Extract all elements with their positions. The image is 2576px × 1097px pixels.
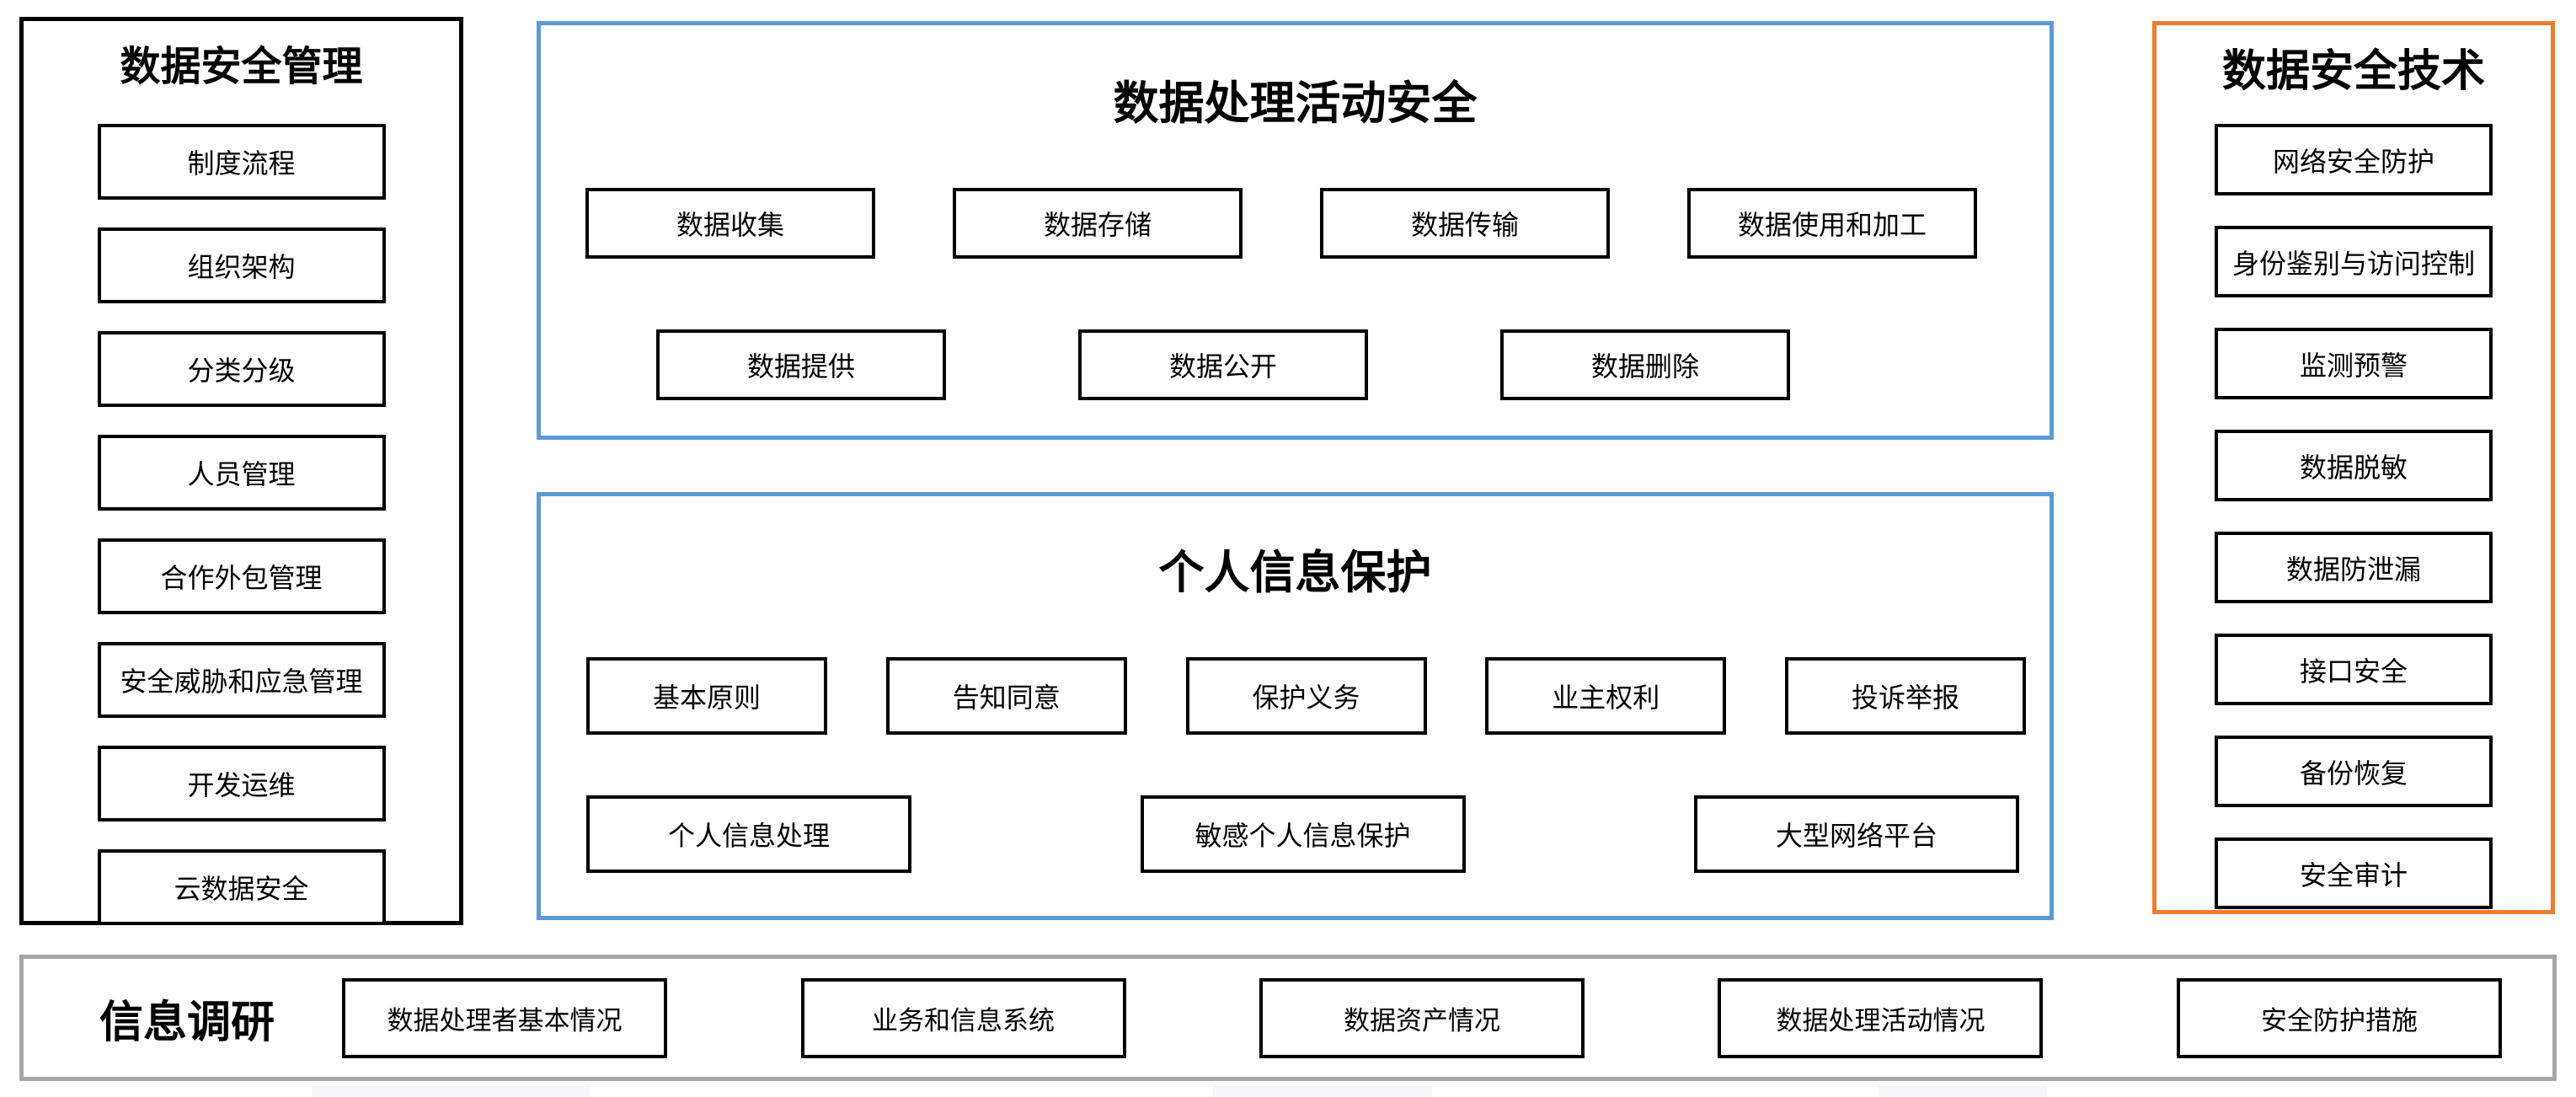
panel-personal-information-protection: 个人信息保护 基本原则告知同意保护义务业主权利投诉举报 个人信息处理 敏感个人信息… (537, 492, 2054, 920)
panel-data-security-management: 数据安全管理 制度流程组织架构分类分级人员管理合作外包管理安全威胁和应急管理开发… (19, 17, 463, 925)
personal-item: 大型网络平台 (1694, 795, 2019, 873)
watermark-shape (1213, 1084, 1432, 1097)
technology-item: 数据防泄漏 (2215, 532, 2493, 603)
technology-item: 接口安全 (2215, 634, 2493, 705)
technology-item-list: 网络安全防护身份鉴别与访问控制监测预警数据脱敏数据防泄漏接口安全备份恢复安全审计 (2156, 124, 2551, 909)
management-item: 安全威胁和应急管理 (97, 642, 386, 718)
panel-data-processing-activity-security: 数据处理活动安全 数据收集 数据存储 数据传输 数据使用和加工 数据提供 数据公开 数据删… (537, 21, 2054, 440)
personal-item: 业主权利 (1485, 657, 1727, 735)
personal-row-2: 个人信息处理 敏感个人信息保护 大型网络平台 (541, 795, 2050, 873)
research-item: 数据处理活动情况 (1718, 977, 2044, 1058)
watermark-shape (312, 1084, 590, 1097)
management-item: 合作外包管理 (97, 538, 386, 614)
research-item: 业务和信息系统 (800, 977, 1126, 1058)
research-item: 安全防护措施 (2176, 977, 2502, 1058)
personal-item: 告知同意 (885, 657, 1127, 735)
research-item: 数据资产情况 (1259, 977, 1585, 1058)
management-item: 人员管理 (97, 435, 386, 511)
management-item: 组织架构 (97, 227, 386, 303)
processing-item: 数据使用和加工 (1687, 188, 1977, 259)
management-item: 分类分级 (97, 331, 386, 407)
panel-title-data-security-technology: 数据安全技术 (2221, 47, 2485, 96)
personal-item: 敏感个人信息保护 (1140, 795, 1466, 873)
management-item: 制度流程 (97, 124, 386, 200)
personal-item: 基本原则 (586, 657, 827, 735)
personal-item: 个人信息处理 (586, 795, 911, 873)
watermark-shape (1879, 1084, 2047, 1097)
processing-item: 数据提供 (656, 329, 946, 400)
panel-data-security-technology: 数据安全技术 网络安全防护身份鉴别与访问控制监测预警数据脱敏数据防泄漏接口安全备… (2152, 21, 2555, 914)
processing-item: 数据公开 (1078, 329, 1368, 400)
personal-row-1: 基本原则告知同意保护义务业主权利投诉举报 (541, 657, 2050, 735)
technology-item: 监测预警 (2215, 328, 2493, 399)
technology-item: 身份鉴别与访问控制 (2215, 226, 2493, 297)
processing-row-1: 数据收集 数据存储 数据传输 数据使用和加工 (541, 188, 2050, 259)
panel-title-data-security-management: 数据安全管理 (120, 45, 363, 89)
management-item: 开发运维 (97, 746, 386, 821)
panel-title-information-research: 信息调研 (99, 998, 275, 1047)
research-item-list: 数据处理者基本情况 业务和信息系统 数据资产情况 数据处理活动情况 安全防护措施 (342, 977, 2552, 1058)
processing-row-2: 数据提供 数据公开 数据删除 (541, 329, 2050, 400)
processing-item: 数据收集 (585, 188, 875, 259)
processing-item: 数据传输 (1320, 188, 1610, 259)
processing-item: 数据存储 (953, 188, 1243, 259)
technology-item: 备份恢复 (2215, 736, 2493, 807)
processing-item: 数据删除 (1500, 329, 1790, 400)
technology-item: 数据脱敏 (2215, 430, 2493, 501)
technology-item: 安全审计 (2215, 837, 2493, 909)
personal-item: 保护义务 (1185, 657, 1427, 735)
panel-title-data-processing-activity-security: 数据处理活动安全 (1113, 78, 1478, 129)
personal-item: 投诉举报 (1785, 657, 2026, 735)
research-item: 数据处理者基本情况 (342, 977, 668, 1058)
management-item: 云数据安全 (97, 849, 386, 925)
panel-information-research: 信息调研 数据处理者基本情况 业务和信息系统 数据资产情况 数据处理活动情况 安全防护措… (19, 955, 2557, 1081)
technology-item: 网络安全防护 (2215, 124, 2493, 195)
management-item-list: 制度流程组织架构分类分级人员管理合作外包管理安全威胁和应急管理开发运维云数据安全 (24, 124, 459, 925)
panel-title-personal-information-protection: 个人信息保护 (1158, 548, 1432, 598)
